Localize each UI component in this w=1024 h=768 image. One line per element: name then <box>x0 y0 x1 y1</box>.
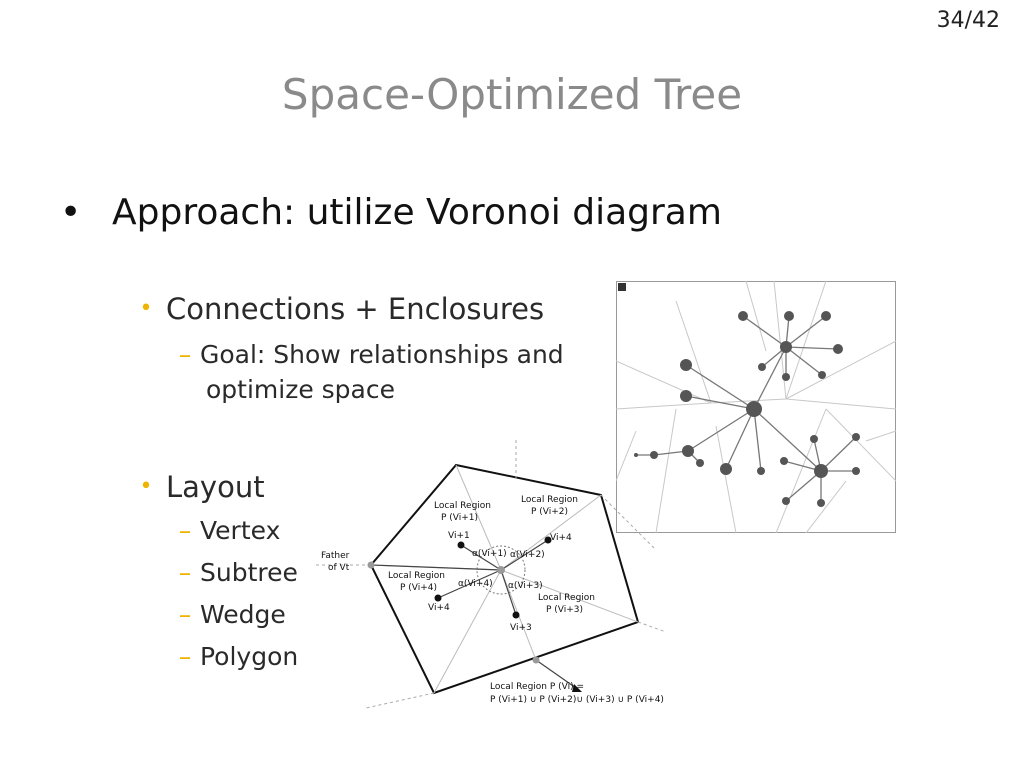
alpha-1-label: α(Vi+1) <box>472 549 507 559</box>
union-line-1: Local Region P (Vi) = <box>490 682 584 692</box>
v-i2-label: Vi+4 <box>550 533 572 543</box>
dash: – <box>178 516 192 545</box>
yellow-bullet: • <box>139 296 153 321</box>
p-vi1-label: P (Vi+1) <box>441 513 478 523</box>
connections-item: • Connections + Enclosures <box>126 292 545 326</box>
v-i4-label: Vi+4 <box>428 603 450 613</box>
layout-subitem: –Wedge <box>170 600 286 629</box>
layout-label: Layout <box>166 470 265 504</box>
local-region-3: Local Region <box>538 593 595 603</box>
layout-subitem: –Polygon <box>170 642 298 671</box>
of-vt-label: of Vt <box>328 563 350 573</box>
main-bullet: • Approach: utilize Voronoi diagram <box>60 192 722 233</box>
yellow-bullet: • <box>139 474 153 499</box>
page-number: 34/42 <box>936 8 1000 33</box>
goal-item: –Goal: Show relationships and <box>170 340 564 369</box>
dash: – <box>178 642 192 671</box>
local-region-1: Local Region <box>434 501 491 511</box>
v-i3-label: Vi+3 <box>510 623 532 633</box>
alpha-4-label: α(Vi+4) <box>458 579 493 589</box>
arrow-head-icon <box>572 684 582 692</box>
alpha-3-label: α(Vi+3) <box>508 581 543 591</box>
voronoi-tree-image <box>616 281 896 533</box>
dash: – <box>178 558 192 587</box>
alpha-2-label: α(Vi+2) <box>510 550 545 560</box>
dash: – <box>178 600 192 629</box>
connections-label: Connections + Enclosures <box>166 292 545 326</box>
local-region-2: Local Region <box>521 495 578 505</box>
slide-title: Space-Optimized Tree <box>281 70 743 119</box>
bullet-dot: • <box>60 192 82 233</box>
dash: – <box>178 340 192 369</box>
layout-subitem-label: Vertex <box>200 516 281 545</box>
p-vi4-label: P (Vi+4) <box>400 583 437 593</box>
p-vi2-label: P (Vi+2) <box>531 507 568 517</box>
local-region-4: Local Region <box>388 571 445 581</box>
voronoi-layout-diagram: Father of Vt Local Region P (Vi+1) Local… <box>316 440 667 709</box>
goal-item-cont: optimize space <box>206 375 396 404</box>
layout-subitem-label: Polygon <box>200 642 299 671</box>
union-line-2: P (Vi+1) ∪ P (Vi+2)∪ (Vi+3) ∪ P (Vi+4) <box>490 695 664 705</box>
v-i1-label: Vi+1 <box>448 531 470 541</box>
layout-item: • Layout <box>126 470 265 504</box>
main-bullet-text: Approach: utilize Voronoi diagram <box>112 192 722 233</box>
layout-subitem: –Subtree <box>170 558 298 587</box>
father-label: Father <box>321 551 350 561</box>
layout-subitem-label: Subtree <box>200 558 298 587</box>
p-vi3-label: P (Vi+3) <box>546 605 583 615</box>
goal-line-1: Goal: Show relationships and <box>200 340 564 369</box>
layout-subitem-label: Wedge <box>200 600 286 629</box>
layout-subitem: –Vertex <box>170 516 281 545</box>
